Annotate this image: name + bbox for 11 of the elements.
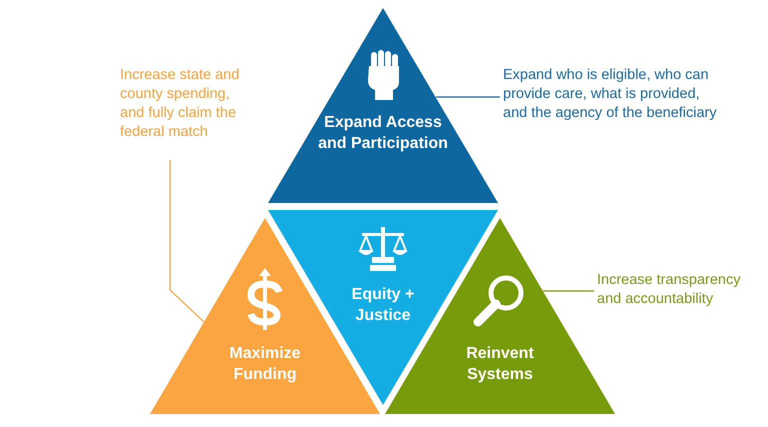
segment-title: Reinvent Systems — [465, 344, 535, 385]
leader-line — [169, 160, 204, 322]
leader-line — [543, 290, 594, 292]
callout-text: Increase transparency and accountability — [597, 271, 762, 311]
segment-title: Maximize Funding — [228, 344, 302, 385]
callout-text: Increase state and county spending, and fully claim the federal match — [120, 66, 252, 144]
segment-title: Expand Access and Participation — [318, 113, 448, 154]
segment-title: Equity + Justice — [350, 285, 416, 326]
callout-text: Expand who is eligible, who can provide care, what is provided, and the agency of the beneficiary — [503, 66, 725, 144]
triangle-segment — [268, 8, 498, 203]
leader-line — [436, 96, 500, 98]
